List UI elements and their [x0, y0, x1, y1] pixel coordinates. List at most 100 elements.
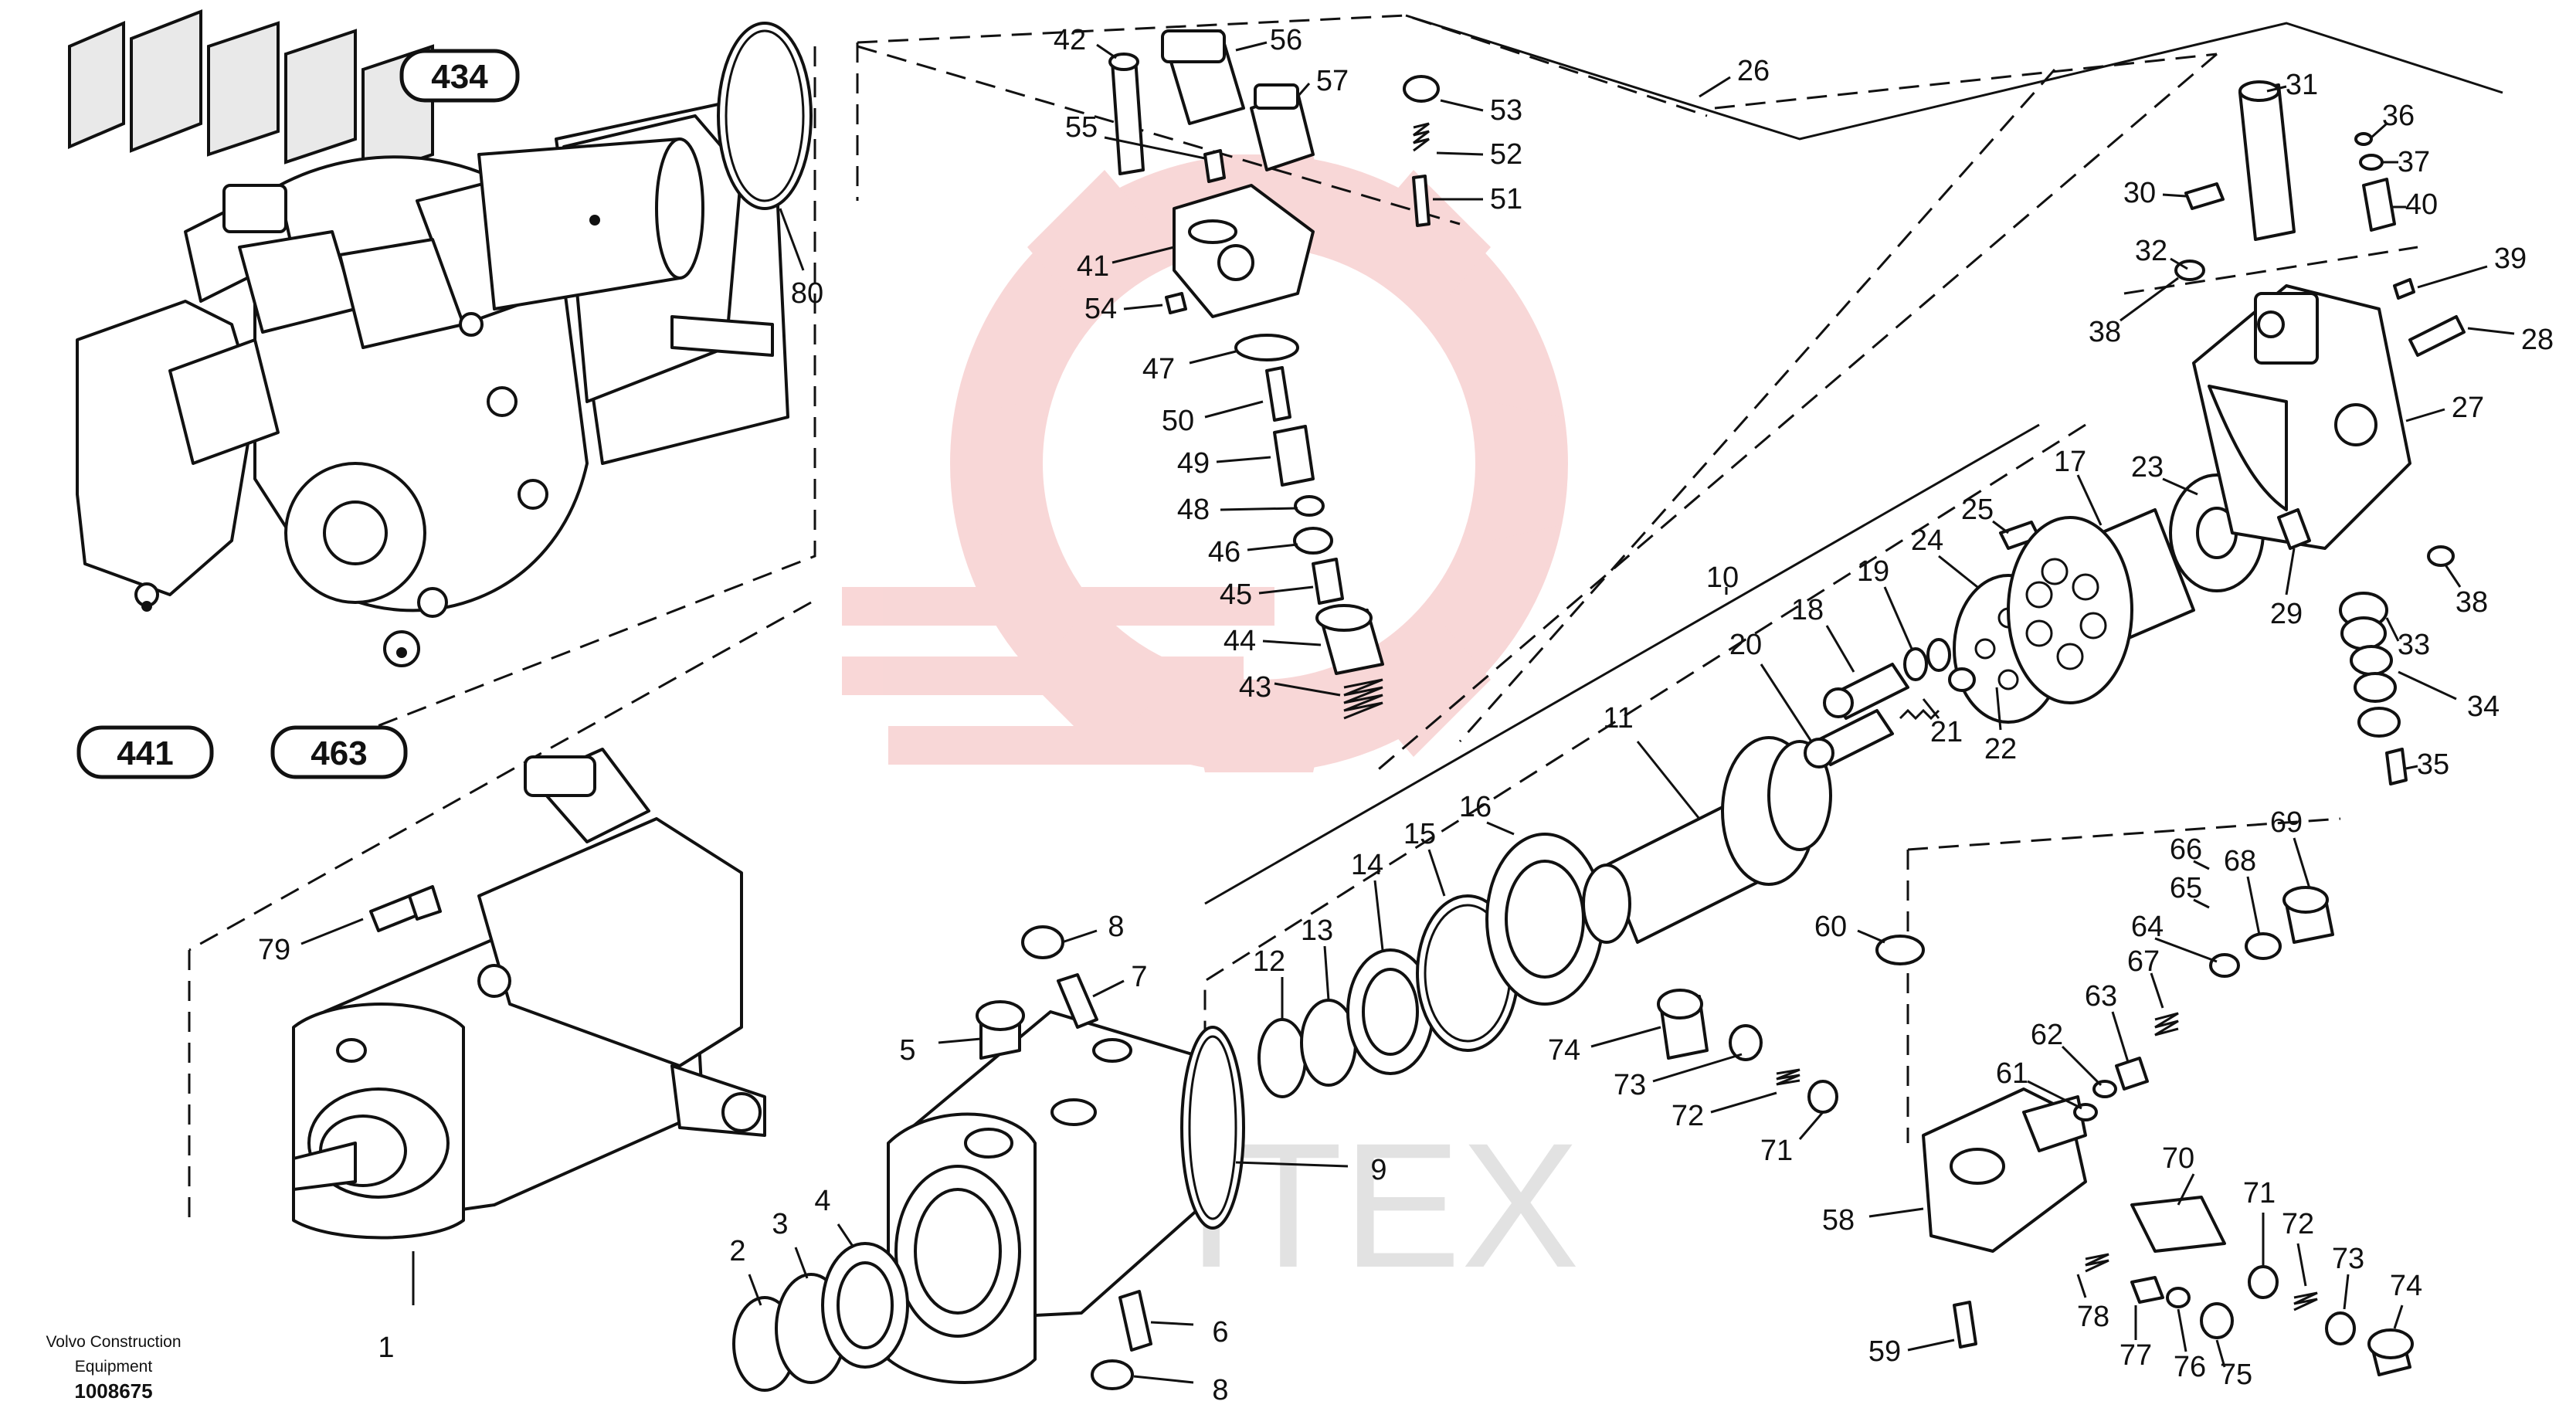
callout-c63: 63 — [2085, 980, 2117, 1013]
callout-c51: 51 — [1490, 183, 1522, 215]
leader-c74a — [1590, 1026, 1661, 1048]
callout-c60: 60 — [1814, 911, 1847, 943]
leader-c41 — [1112, 246, 1175, 264]
leader-c50 — [1204, 400, 1264, 419]
leader-c17 — [2076, 474, 2103, 526]
reference-463: 463 — [270, 725, 408, 779]
callout-c19: 19 — [1857, 555, 1889, 588]
leader-c74b — [2393, 1305, 2404, 1329]
leader-c80 — [779, 208, 805, 271]
callout-c37: 37 — [2398, 146, 2430, 178]
callout-c23: 23 — [2131, 451, 2164, 483]
leader-c13 — [1323, 945, 1330, 1001]
callout-c72b: 72 — [2282, 1208, 2314, 1240]
callout-c73a: 73 — [1614, 1069, 1646, 1101]
leader-c26 — [1699, 76, 1731, 98]
leader-c76 — [2177, 1308, 2187, 1352]
leader-c19 — [1883, 586, 1913, 650]
leader-c32 — [2170, 257, 2188, 270]
callout-c75: 75 — [2220, 1359, 2252, 1391]
callout-c34: 34 — [2467, 690, 2500, 723]
callout-c59: 59 — [1868, 1335, 1901, 1368]
callout-c25: 25 — [1961, 494, 1994, 526]
callout-c17: 17 — [2054, 446, 2086, 478]
leader-c36 — [2370, 122, 2388, 139]
callout-c64: 64 — [2131, 911, 2164, 943]
leader-c61 — [2027, 1080, 2082, 1110]
callout-c61: 61 — [1996, 1057, 2028, 1090]
leader-c4 — [837, 1223, 855, 1248]
callout-c46: 46 — [1208, 536, 1240, 568]
leader-c42 — [1096, 43, 1117, 59]
leader-c8a — [1061, 929, 1098, 944]
callout-c35: 35 — [2417, 748, 2449, 781]
leader-c59 — [1907, 1338, 1955, 1352]
leader-c21 — [1922, 698, 1940, 719]
leader-c57 — [1296, 83, 1311, 97]
leader-c24 — [1938, 555, 1978, 589]
leader-c63 — [2111, 1011, 2130, 1063]
drive-shaft-and-rotary-group — [1582, 473, 2265, 944]
callout-c11: 11 — [1603, 702, 1633, 735]
leader-c65 — [2193, 898, 2210, 909]
footer-caption: Volvo Construction Equipment 1008675 — [40, 1330, 187, 1403]
callout-c38b: 38 — [2456, 586, 2488, 619]
callout-c4: 4 — [814, 1185, 830, 1217]
leader-c33 — [2385, 617, 2400, 642]
callout-c24: 24 — [1911, 524, 1943, 557]
callout-c31: 31 — [2286, 69, 2318, 101]
callout-c80: 80 — [791, 277, 823, 310]
leader-c9 — [1235, 1161, 1349, 1168]
callout-c36: 36 — [2382, 100, 2415, 132]
rings-and-bearings — [732, 833, 1604, 1392]
callout-c67: 67 — [2127, 945, 2160, 978]
callout-c62: 62 — [2031, 1019, 2063, 1051]
leader-c30 — [2162, 193, 2187, 198]
callout-c32: 32 — [2135, 235, 2167, 267]
callout-c33: 33 — [2398, 629, 2430, 661]
leader-c18 — [1825, 625, 1855, 673]
leader-lines — [300, 41, 2515, 1384]
reference-441: 441 — [76, 725, 214, 779]
leader-c31 — [2266, 85, 2287, 93]
callout-c68: 68 — [2224, 845, 2256, 877]
callout-c10: 10 — [1706, 562, 1739, 594]
leader-c66 — [2193, 860, 2210, 870]
callout-c5: 5 — [899, 1034, 915, 1067]
leader-c73b — [2343, 1274, 2350, 1310]
motor-assembly-part-1 — [292, 748, 766, 1240]
callout-c9: 9 — [1370, 1154, 1386, 1186]
leader-c43 — [1274, 682, 1341, 697]
leader-c52 — [1436, 151, 1484, 156]
leader-c60 — [1857, 929, 1885, 944]
leader-c38a — [2120, 277, 2179, 322]
leader-c29 — [2285, 548, 2296, 595]
callout-c39: 39 — [2494, 243, 2527, 275]
callout-c22: 22 — [1984, 733, 2017, 765]
leader-c39 — [2417, 265, 2488, 289]
callout-c65: 65 — [2170, 872, 2202, 904]
leader-c20 — [1760, 663, 1813, 742]
leader-c55 — [1104, 136, 1206, 160]
leader-c45 — [1258, 585, 1314, 595]
callout-c38a: 38 — [2089, 316, 2121, 348]
callout-c77: 77 — [2120, 1339, 2152, 1372]
callout-c79: 79 — [258, 934, 290, 966]
leader-c79 — [300, 918, 364, 945]
callout-c54: 54 — [1084, 293, 1117, 325]
callout-c42: 42 — [1054, 24, 1086, 56]
leader-c6 — [1150, 1321, 1194, 1326]
callout-c43: 43 — [1239, 671, 1271, 704]
leader-c27 — [2405, 408, 2445, 422]
callout-c8a: 8 — [1108, 911, 1124, 943]
leader-c22 — [1995, 687, 2002, 731]
leader-c73a — [1652, 1053, 1743, 1083]
leader-c70 — [2177, 1173, 2195, 1206]
callout-c29: 29 — [2270, 598, 2303, 630]
callout-c74b: 74 — [2390, 1270, 2422, 1302]
reference-441-label: 441 — [117, 735, 173, 772]
callout-c66: 66 — [2170, 833, 2202, 866]
callout-c78: 78 — [2077, 1301, 2109, 1333]
callout-c1: 1 — [378, 1332, 394, 1364]
